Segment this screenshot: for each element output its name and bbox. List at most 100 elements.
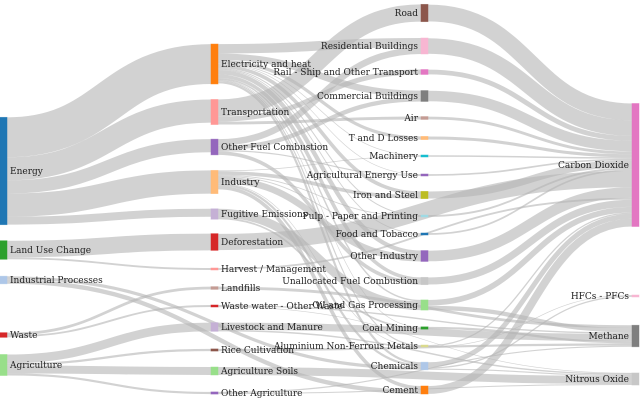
node-bar[interactable] [210,43,219,85]
node-bar[interactable] [0,116,8,226]
node-unal[interactable]: Unallocated Fuel Combustion [282,276,429,287]
node-bar[interactable] [210,286,219,290]
link-live-to-ch4[interactable] [217,322,633,342]
node-ind[interactable]: Industry [210,169,260,194]
node-cem[interactable]: Cement [383,385,429,396]
link-food-to-co2[interactable] [427,169,633,235]
link-aeu-to-co2[interactable] [427,158,633,176]
node-trans[interactable]: Transportation [210,99,289,125]
link-td-to-co2[interactable] [427,136,633,158]
link-ind-to-food[interactable] [217,175,422,235]
node-aeu[interactable]: Agricultural Energy Use [306,171,429,181]
node-bar[interactable] [420,385,429,395]
link-ww-to-ch4[interactable] [217,305,633,334]
node-landf[interactable]: Landfills [210,284,261,294]
node-td[interactable]: T and D Losses [349,134,429,144]
link-agri-to-soils[interactable] [6,365,212,375]
node-bar[interactable] [210,169,219,194]
link-elec-to-iron[interactable] [217,64,422,196]
node-soils[interactable]: Agriculture Soils [210,366,298,377]
node-bar[interactable] [420,276,429,286]
link-ind-to-oind[interactable] [217,176,422,262]
node-bar[interactable] [210,391,219,395]
link-luc-to-harv[interactable] [6,257,212,270]
link-unal-to-co2[interactable] [427,199,633,285]
node-chem[interactable]: Chemicals [371,361,429,372]
link-elec-to-oil[interactable] [217,77,422,302]
node-bar[interactable] [0,332,8,338]
node-bar[interactable] [210,348,219,352]
link-elec-to-comm[interactable] [217,53,422,98]
link-res-to-co2[interactable] [427,38,633,136]
link-ww-to-n2o[interactable] [217,306,633,374]
node-food[interactable]: Food and Tobacco [336,230,429,240]
link-fug-to-coal[interactable] [217,217,422,330]
link-ofc-to-aeu[interactable] [217,150,422,176]
node-bar[interactable] [210,267,219,271]
link-ind-to-iron[interactable] [217,171,422,199]
node-bar[interactable] [420,344,429,348]
node-alu[interactable]: Aluminium Non-Ferrous Metals [273,342,429,352]
node-bar[interactable] [420,361,429,371]
node-bar[interactable] [0,275,8,285]
link-ofc-to-comm[interactable] [217,97,422,151]
link-road-to-co2[interactable] [427,4,633,121]
link-agri-to-oagri[interactable] [6,373,212,395]
link-waste-to-ww[interactable] [6,305,212,338]
node-bar[interactable] [420,154,429,158]
node-bar[interactable] [0,354,8,376]
node-waste[interactable]: Waste [0,331,37,341]
link-alu-to-co2[interactable] [427,212,633,347]
node-bar[interactable] [420,173,429,177]
node-iron[interactable]: Iron and Steel [353,190,429,201]
node-oind[interactable]: Other Industry [350,250,429,262]
link-energy-to-fug[interactable] [6,208,212,225]
link-defo-to-co2[interactable] [217,171,633,251]
node-ww[interactable]: Waste water - Other Waste [210,302,343,312]
node-bar[interactable] [420,326,429,330]
node-bar[interactable] [420,190,429,200]
link-comm-to-co2[interactable] [427,90,633,152]
link-trans-to-road[interactable] [217,4,422,117]
node-bar[interactable] [420,90,429,102]
link-energy-to-ofc[interactable] [6,139,212,194]
node-pulp[interactable]: Pulp - Paper and Printing [303,212,429,222]
link-chem-to-co2[interactable] [427,213,633,368]
node-bar[interactable] [210,208,219,220]
node-harv[interactable]: Harvest / Management [210,265,326,275]
node-oil[interactable]: Oil and Gas Processing [312,299,429,311]
node-res[interactable]: Residential Buildings [321,37,429,55]
node-mach[interactable]: Machinery [369,152,429,162]
node-bar[interactable] [210,233,219,251]
link-energy-to-trans[interactable] [6,99,212,181]
link-waste-to-landf[interactable] [6,286,212,336]
link-agri-to-live[interactable] [6,322,212,364]
link-ind-to-chem[interactable] [217,183,422,367]
link-live-to-n2o[interactable] [217,329,633,375]
node-bar[interactable] [631,324,640,348]
link-iron-to-co2[interactable] [427,160,633,199]
node-bar[interactable] [420,3,429,23]
node-hfc[interactable]: HFCs - PFCs [571,292,640,302]
node-bar[interactable] [210,138,219,156]
node-bar[interactable] [420,136,429,140]
link-oind-to-co2[interactable] [427,187,633,262]
node-defo[interactable]: Deforestation [210,233,283,251]
node-bar[interactable] [420,299,429,311]
node-bar[interactable] [210,322,219,332]
node-air[interactable]: Air [403,114,429,124]
link-chem-to-hfc[interactable] [427,295,633,369]
link-alu-to-hfc[interactable] [427,294,633,348]
node-agri[interactable]: Agriculture [0,354,62,376]
link-oil-to-ch4[interactable] [427,305,633,333]
node-n2o[interactable]: Nitrous Oxide [565,372,640,386]
link-luc-to-defo[interactable] [6,233,212,258]
link-elec-to-res[interactable] [217,38,422,54]
node-coal[interactable]: Coal Mining [362,324,429,334]
node-ip[interactable]: Industrial Processes [0,275,103,286]
link-oil-to-co2[interactable] [427,206,633,306]
node-rice[interactable]: Rice Cultivation [210,346,294,356]
link-soils-to-n2o[interactable] [217,367,633,385]
node-bar[interactable] [0,240,8,260]
node-bar[interactable] [420,232,429,236]
